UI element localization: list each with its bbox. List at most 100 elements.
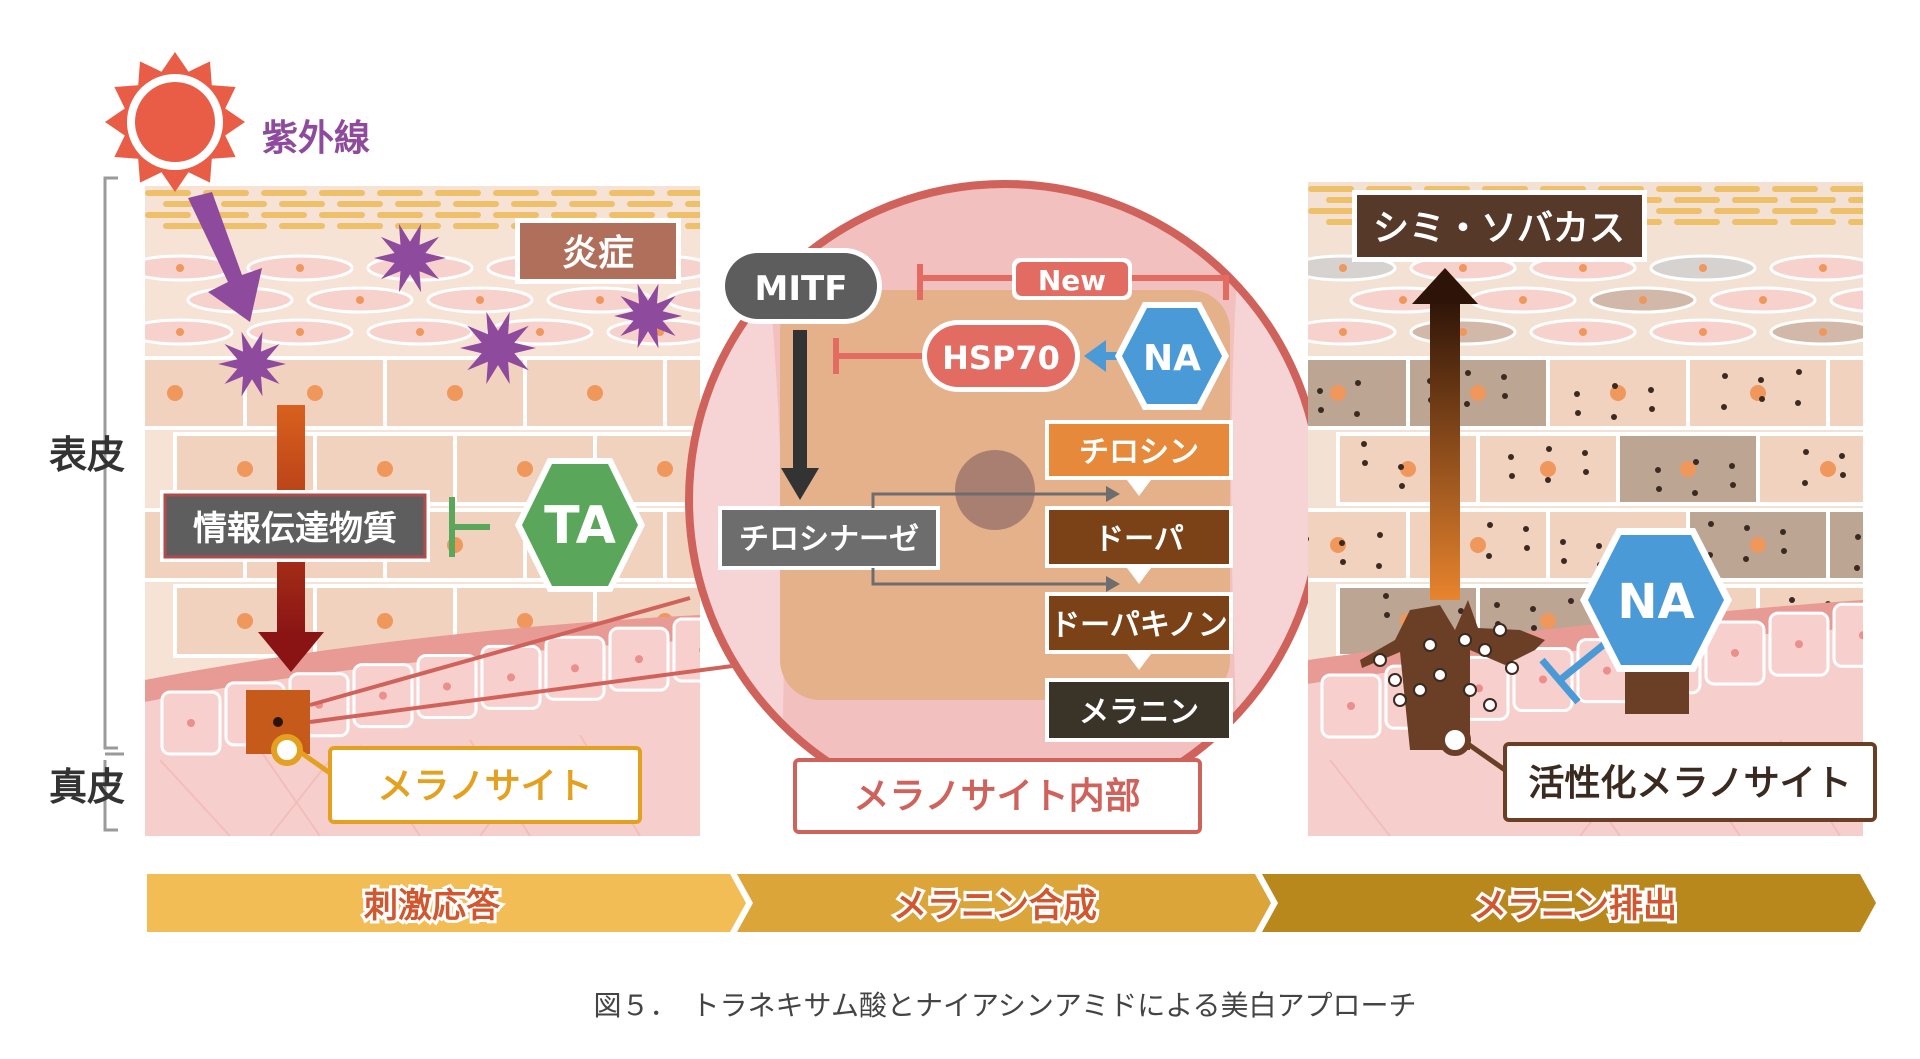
uv-arrow (188, 192, 262, 322)
melanin-dot (1868, 367, 1874, 373)
horny-cell (435, 190, 481, 196)
spinous-cell (145, 356, 247, 430)
horny-cell (453, 223, 499, 229)
stage-3-label: メラニン排出 (1473, 886, 1677, 926)
tyrosinase-text: チロシナーゼ (739, 522, 919, 557)
horny-cell (1830, 186, 1863, 192)
cell-nucleus (1330, 385, 1346, 401)
melanin-granule (1463, 683, 1477, 697)
new-badge: New (1012, 258, 1132, 300)
spinous-cell (1756, 432, 1863, 506)
melanin-dot (1561, 558, 1567, 564)
melanin-dot (1465, 370, 1471, 376)
melanin-dot (1560, 539, 1566, 545)
cell-nucleus (587, 385, 603, 401)
messenger-text: 情報伝達物質 (193, 509, 397, 549)
cell-nucleus (1610, 385, 1626, 401)
melanin-dot (1855, 534, 1861, 540)
cell-nucleus (443, 682, 451, 691)
horny-cell (337, 223, 383, 229)
cell-nucleus (1750, 537, 1766, 553)
horny-cell (319, 212, 365, 218)
spots-text: シミ・ソバカス (1373, 208, 1625, 249)
spinous-cell (663, 356, 700, 430)
horny-cell (163, 223, 209, 229)
melanin-dot (1486, 553, 1492, 559)
melanin-dot (1743, 556, 1749, 562)
melanin-dot (1531, 625, 1537, 631)
starburst-icon (614, 283, 682, 349)
horny-cell (685, 223, 700, 229)
melanin-dot (1730, 482, 1736, 488)
cell-nucleus (1339, 328, 1347, 336)
cell-nucleus (1819, 328, 1827, 336)
cell-nucleus (635, 655, 643, 664)
hsp70-text: HSP70 (942, 339, 1060, 377)
cell-nucleus (1699, 264, 1707, 272)
cell-nucleus (657, 461, 673, 477)
melanin-dot (1575, 410, 1581, 416)
tyrosinase-arrows (871, 492, 1110, 586)
layer-bracket (103, 176, 124, 832)
melanin-dot (1318, 407, 1324, 413)
granular-layer (1308, 254, 1863, 346)
melanin-dot (1877, 445, 1883, 451)
melanin-dot (1523, 526, 1529, 532)
na-hexagon-right: NA (1580, 528, 1732, 672)
horny-cell (1714, 186, 1760, 192)
cell-nucleus (1890, 385, 1906, 401)
cell-nucleus (476, 296, 484, 304)
uv-label: 紫外線 (262, 118, 370, 159)
melanocyte-inside-text: メラノサイト内部 (853, 776, 1140, 817)
granular-cell (1308, 318, 1397, 346)
horny-cell (667, 212, 700, 218)
ta-text: TA (544, 496, 616, 556)
dopa-text: ドーパ (1094, 522, 1184, 557)
horny-cell (1674, 197, 1720, 203)
cell-nucleus (1819, 264, 1827, 272)
activated-melanocyte-text: 活性化メラノサイト (1528, 763, 1851, 804)
melanin-dot (1583, 469, 1589, 475)
horny-cell (493, 190, 539, 196)
melanin-dot (1308, 536, 1309, 542)
spinous-cell (243, 356, 387, 430)
horny-cell (569, 201, 615, 207)
melanin-dot (1905, 390, 1911, 396)
melanin-dot (1317, 388, 1323, 394)
cell-nucleus (176, 328, 184, 336)
horny-cell (319, 190, 365, 196)
melanin-dot (1524, 545, 1530, 551)
horny-cell (627, 201, 673, 207)
horny-cell (609, 190, 655, 196)
cell-nucleus (307, 385, 323, 401)
cell-nucleus (1339, 264, 1347, 272)
cell-nucleus (1859, 631, 1863, 640)
horny-cell (377, 212, 423, 218)
melanin-dot (1729, 463, 1735, 469)
granular-cell (1769, 318, 1863, 346)
cell-nucleus (377, 613, 393, 629)
mitf-text: MITF (755, 269, 848, 309)
melanin-granule (1458, 633, 1472, 647)
cell-nucleus (571, 664, 579, 673)
horny-cell (1308, 208, 1354, 214)
melanin-dot (1789, 597, 1795, 603)
cell-nucleus (447, 385, 463, 401)
melanin-dot (1906, 409, 1912, 415)
granular-cell (1829, 287, 1863, 313)
melanin-dot (1655, 467, 1661, 473)
horny-cell (337, 201, 383, 207)
cell-nucleus (187, 719, 195, 727)
melanin-granule (1393, 693, 1407, 707)
horny-cell (221, 223, 267, 229)
melanin-dot (1530, 606, 1536, 612)
zoom-lines (309, 596, 741, 724)
melanin-dot (1744, 525, 1750, 531)
mitf-node: MITF (720, 248, 882, 324)
stage-2-bar (737, 874, 1271, 932)
melanin-dot (1611, 414, 1617, 420)
melanin-dot (1464, 401, 1470, 407)
melanin-dot (1796, 369, 1802, 375)
cell-nucleus (416, 328, 424, 336)
